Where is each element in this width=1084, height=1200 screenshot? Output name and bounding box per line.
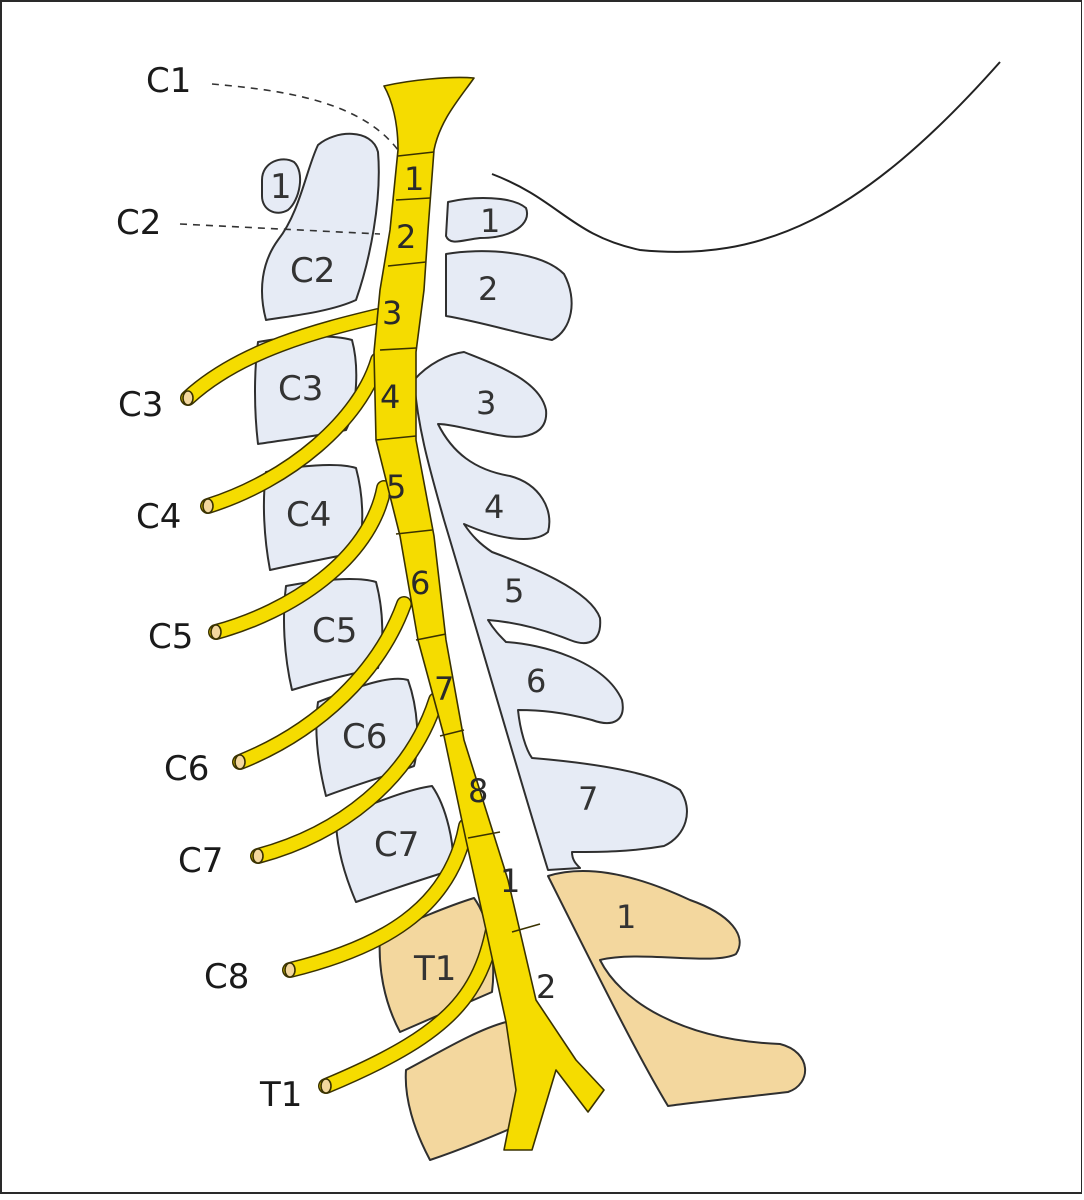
vertebral-bodies bbox=[254, 132, 529, 1161]
nerve-c5 bbox=[209, 481, 391, 639]
nerve-c8 bbox=[283, 819, 473, 977]
spinous-label-2: 2 bbox=[478, 270, 498, 308]
spinous-process-2 bbox=[445, 250, 573, 341]
spinous-processes bbox=[413, 197, 806, 1107]
segment-label-c3: 3 bbox=[382, 294, 402, 332]
nerve-t1-end bbox=[320, 1078, 332, 1094]
nerve-c8-end bbox=[284, 962, 296, 978]
cord-segment-labels: 1 2 3 4 5 6 7 8 1 2 bbox=[380, 160, 556, 1006]
spinous-label-3: 3 bbox=[476, 384, 496, 422]
segment-label-c1: 1 bbox=[404, 160, 424, 198]
nerve-c7 bbox=[251, 693, 443, 863]
body-label-c5: C5 bbox=[312, 611, 357, 651]
spinal-cord bbox=[373, 76, 605, 1151]
body-label-atlas: 1 bbox=[270, 167, 292, 207]
nerve-c3-end bbox=[182, 390, 194, 406]
spinous-label-7: 7 bbox=[578, 780, 598, 818]
segment-label-c6: 6 bbox=[410, 564, 430, 602]
nerve-label-c8: C8 bbox=[204, 957, 249, 997]
nerve-c7-end bbox=[252, 848, 264, 864]
nerve-label-c2: C2 bbox=[116, 203, 161, 243]
spinous-process-1 bbox=[445, 197, 529, 243]
segment-label-c2: 2 bbox=[396, 218, 416, 256]
segment-label-c8: 8 bbox=[468, 772, 488, 810]
cord-segment-dividers bbox=[375, 151, 541, 933]
body-label-c7: C7 bbox=[374, 825, 419, 865]
spinous-label-5: 5 bbox=[504, 572, 524, 610]
body-label-c3: C3 bbox=[278, 369, 323, 409]
nerve-label-c7: C7 bbox=[178, 841, 223, 881]
nerve-label-c3: C3 bbox=[118, 385, 163, 425]
body-label-c4: C4 bbox=[286, 495, 331, 535]
c1-leader-line bbox=[211, 83, 399, 151]
spinous-label-6: 6 bbox=[526, 662, 546, 700]
nerve-c4-end bbox=[202, 498, 214, 514]
spinal-nerves bbox=[180, 308, 506, 1094]
spinous-label-t1: 1 bbox=[616, 898, 636, 936]
segment-label-c5: 5 bbox=[386, 468, 406, 506]
body-label-c6: C6 bbox=[342, 717, 387, 757]
nerve-c6-end bbox=[234, 754, 246, 770]
nerve-label-c5: C5 bbox=[148, 617, 193, 657]
spinous-label-4: 4 bbox=[484, 488, 504, 526]
body-label-c2: C2 bbox=[290, 251, 335, 291]
nerve-label-c1: C1 bbox=[146, 61, 191, 101]
nerve-c6 bbox=[233, 597, 411, 769]
spinous-processes-c3-c7 bbox=[413, 351, 688, 871]
nerve-c3 bbox=[181, 309, 385, 405]
spinous-label-1: 1 bbox=[480, 202, 500, 240]
segment-label-t1: 1 bbox=[500, 862, 520, 900]
body-label-t1: T1 bbox=[413, 949, 456, 989]
nerve-label-c4: C4 bbox=[136, 497, 181, 537]
segment-label-c4: 4 bbox=[380, 378, 400, 416]
atlas-anterior-arch bbox=[261, 158, 302, 214]
neck-skin-outline bbox=[491, 61, 1001, 253]
spinous-process-t1 bbox=[547, 870, 806, 1107]
nerve-label-c6: C6 bbox=[164, 749, 209, 789]
nerve-c5-end bbox=[210, 624, 222, 640]
nerve-labels: C1 C2 C3 C4 C5 C6 C7 C8 T1 bbox=[116, 61, 302, 1115]
spinous-process-labels: 1 2 3 4 5 6 7 1 bbox=[476, 202, 636, 936]
vertebral-body-labels: 1 C2 C3 C4 C5 C6 C7 T1 bbox=[270, 167, 456, 989]
segment-label-c7: 7 bbox=[434, 670, 454, 708]
segment-label-t2: 2 bbox=[536, 968, 556, 1006]
nerve-label-t1: T1 bbox=[259, 1075, 302, 1115]
nerve-c4 bbox=[201, 353, 385, 513]
